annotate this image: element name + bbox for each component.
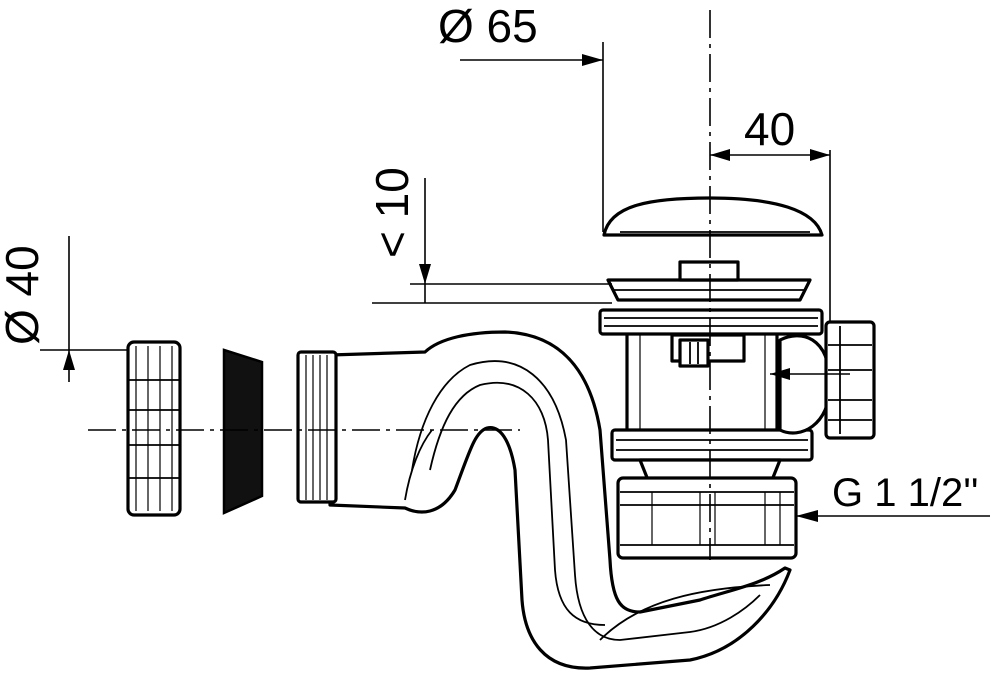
conical-seal [222,348,264,515]
drain-body [598,196,876,560]
dimension-outlet-diameter-label: Ø 65 [438,0,538,52]
dimension-outlet-diameter: Ø 65 [438,0,604,232]
overflow-arrow [770,368,850,380]
trap-bend [328,330,792,670]
dimension-offset: 40 [710,103,831,322]
union-nut [126,340,182,517]
dimension-clearance-label: < 10 [366,167,418,258]
pipe-end [296,350,338,504]
dimension-pipe-diameter: Ø 40 [0,236,128,382]
dimension-clearance: < 10 [366,167,612,304]
dimension-thread-label: G 1 1/2'' [832,471,978,515]
dimension-pipe-diameter-label: Ø 40 [0,245,48,345]
dimension-thread: G 1 1/2'' [796,471,990,522]
dimension-offset-label: 40 [744,103,795,155]
